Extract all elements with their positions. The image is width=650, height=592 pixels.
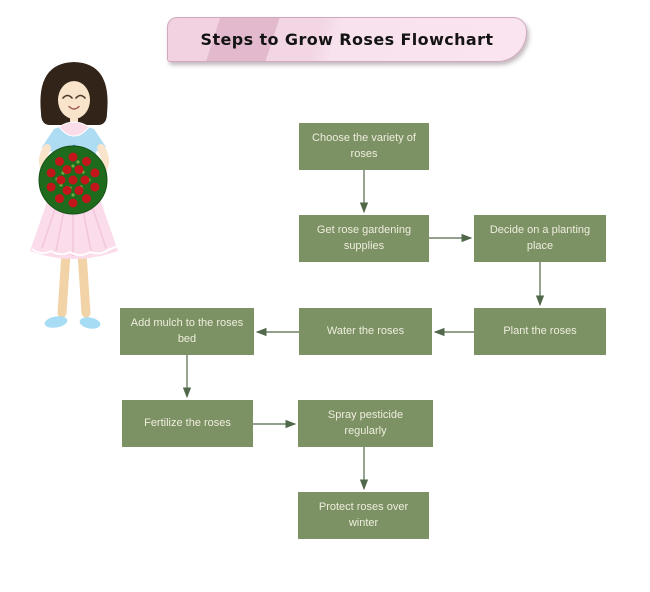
girl-hair [40, 62, 108, 125]
girl-shoe-left [44, 316, 68, 328]
flowchart-node-plant[interactable]: Plant the roses [474, 308, 606, 355]
flowchart-node-fertilize[interactable]: Fertilize the roses [122, 400, 253, 447]
flowchart-node-decide[interactable]: Decide on a planting place [474, 215, 606, 262]
girl-arm-right [95, 144, 109, 179]
girl-collar [58, 121, 90, 137]
flowchart-node-supplies[interactable]: Get rose gardening supplies [299, 215, 429, 262]
girl-skirt [30, 179, 118, 259]
girl-eye-right [75, 94, 86, 99]
title-banner: Steps to Grow Roses Flowchart [167, 17, 527, 62]
girl-face [58, 81, 90, 119]
flowchart-node-water[interactable]: Water the roses [299, 308, 432, 355]
girl-smile [68, 105, 80, 110]
girl-shoe-right [79, 317, 101, 329]
girl-illustration [30, 62, 118, 329]
girl-blouse [50, 125, 98, 180]
flowchart-node-choose[interactable]: Choose the variety of roses [299, 123, 429, 170]
girl-leg-right [77, 248, 91, 318]
flowchart-node-protect[interactable]: Protect roses over winter [298, 492, 429, 539]
flowchart-node-mulch[interactable]: Add mulch to the roses bed [120, 308, 254, 355]
girl-arm-left [39, 144, 53, 179]
girl-leg-left [57, 248, 71, 318]
page-title: Steps to Grow Roses Flowchart [200, 30, 494, 49]
rose-bouquet [38, 145, 108, 215]
flowchart-node-spray[interactable]: Spray pesticide regularly [298, 400, 433, 447]
girl-eye-left [62, 94, 73, 99]
